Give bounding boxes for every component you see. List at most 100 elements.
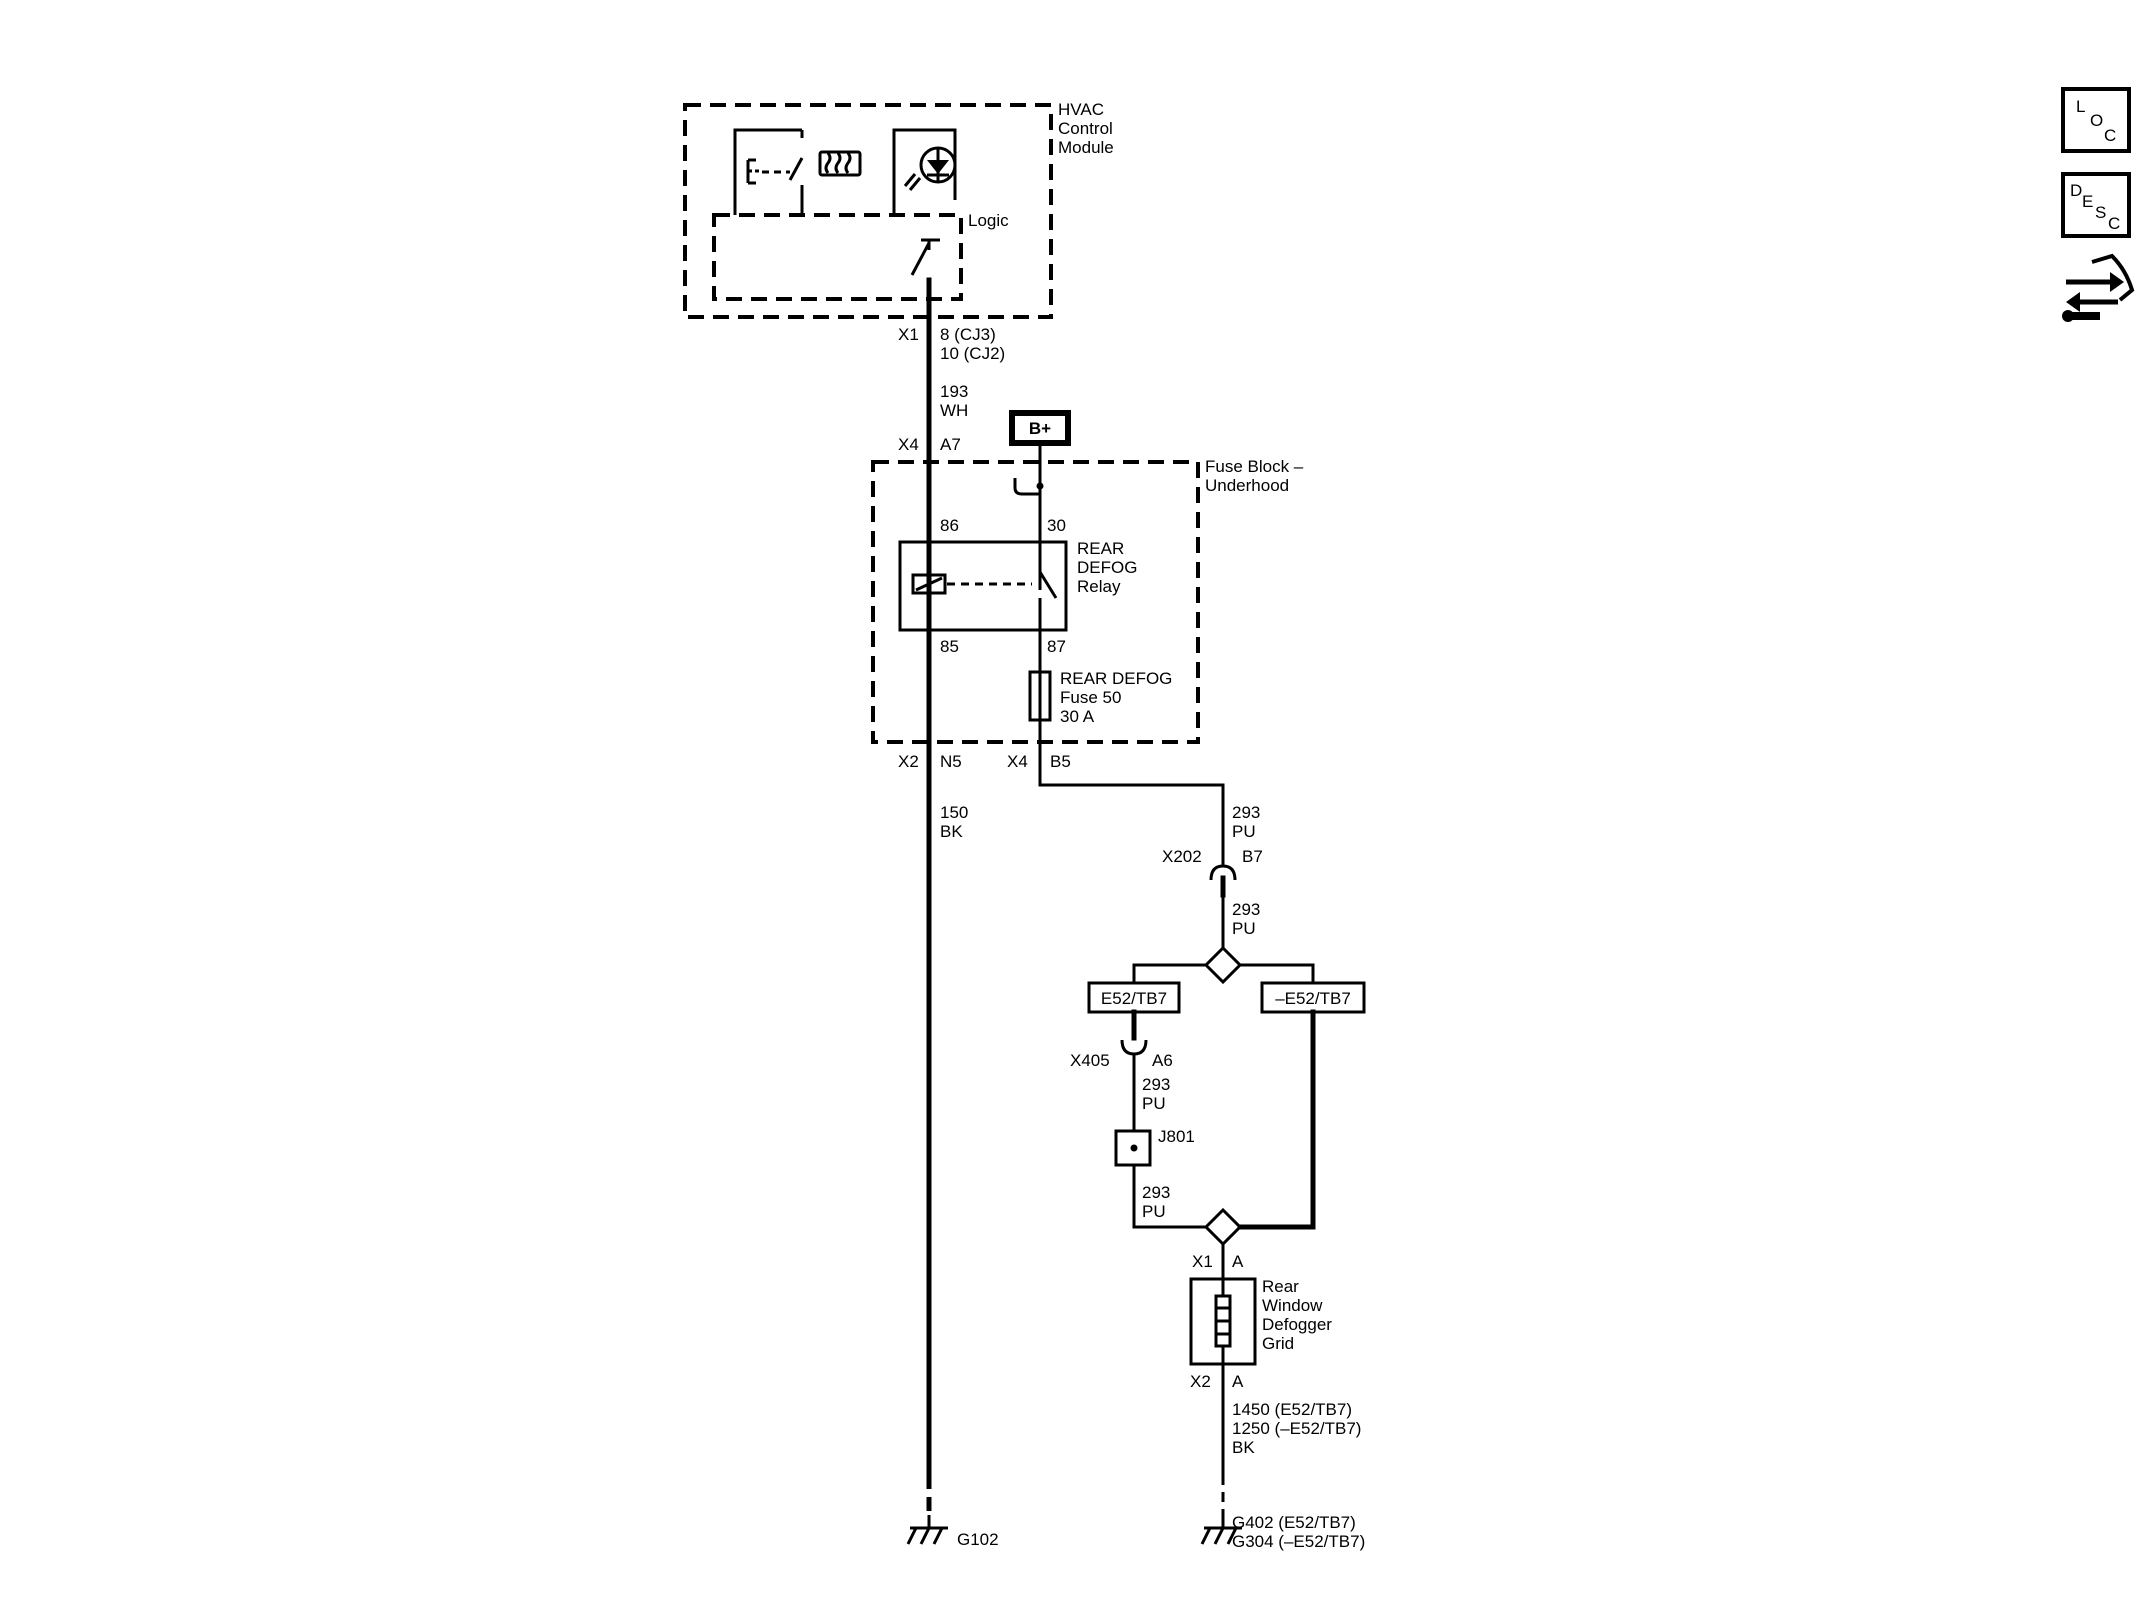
- fuse-block-underhood: Fuse Block – Underhood: [871, 457, 1304, 744]
- fuse-block-boundary: [871, 460, 1200, 744]
- branch-no-e52-tb7: [1237, 1009, 1316, 1230]
- option-branch: E52/TB7 –E52/TB7: [1087, 945, 1366, 1014]
- wire-b-plus-feed: [1013, 446, 1044, 590]
- logic-switch-symbol: [910, 242, 931, 276]
- splice-connector-symbol: [1013, 478, 1040, 496]
- desc-icon-letter-s: S: [2095, 203, 2106, 222]
- logic-label: Logic: [968, 211, 1009, 230]
- circuit-293-number-a: 293: [1232, 803, 1260, 822]
- fuse-block-label-line1: Fuse Block –: [1205, 457, 1304, 476]
- loc-icon-letter-l: L: [2076, 97, 2085, 116]
- x4-b5-connector: X4: [1007, 752, 1028, 771]
- ground-circuit-color: BK: [1232, 1438, 1255, 1457]
- x4-a7-connector: X4: [898, 435, 919, 454]
- circuit-293-number-c: 293: [1142, 1075, 1170, 1094]
- x405-pin: A6: [1152, 1051, 1173, 1070]
- x1-hvac-connector: X1: [898, 325, 919, 344]
- option-e52-tb7-label: E52/TB7: [1101, 989, 1167, 1008]
- relay-label-line2: DEFOG: [1077, 558, 1137, 577]
- x1-grid-pin: A: [1232, 1252, 1244, 1271]
- arrows-wrench-icon: [2062, 253, 2135, 322]
- rear-defog-relay: 86 30 85 87 REAR DEFOG Relay: [898, 516, 1137, 672]
- desc-icon-letter-c: C: [2108, 214, 2120, 233]
- rear-defrost-icon: [818, 150, 862, 177]
- desc-icon-letter-d: D: [2070, 181, 2082, 200]
- circuit-193-number: 193: [940, 382, 968, 401]
- ground-g102-icon: [906, 1515, 948, 1545]
- x202-connector: X202: [1162, 847, 1202, 866]
- indicator-led-symbol: [892, 128, 957, 215]
- desc-icon-letter-e: E: [2082, 192, 2093, 211]
- connector-end-view-button[interactable]: [2058, 252, 2135, 332]
- ground-g304-label: G304 (–E52/TB7): [1232, 1532, 1365, 1551]
- relay-pin-87: 87: [1047, 637, 1066, 656]
- relay-pin-30: 30: [1047, 516, 1066, 535]
- location-view-button[interactable]: L O C: [2061, 87, 2131, 153]
- relay-switch-contact: [1038, 571, 1058, 599]
- ground-circuit-1450: 1450 (E52/TB7): [1232, 1400, 1352, 1419]
- rear-window-defogger-grid: [1189, 1207, 1257, 1515]
- circuit-293-color-b: PU: [1232, 919, 1256, 938]
- hvac-label-line3: Module: [1058, 138, 1114, 157]
- fuse-block-label-line2: Underhood: [1205, 476, 1289, 495]
- x1-hvac-pin-cj3: 8 (CJ3): [940, 325, 996, 344]
- x1-grid-connector: X1: [1192, 1252, 1213, 1271]
- defog-switch-symbol: [733, 128, 862, 215]
- hvac-module-boundary: [683, 103, 1053, 319]
- fuse-label-line1: REAR DEFOG: [1060, 669, 1172, 688]
- battery-positive: B+: [1009, 410, 1071, 446]
- circuit-193-color: WH: [940, 401, 968, 420]
- x4-a7-pin: A7: [940, 435, 961, 454]
- x405-connector-symbol: [1120, 1039, 1148, 1056]
- grid-label-line2: Window: [1262, 1296, 1323, 1315]
- grid-label-line3: Defogger: [1262, 1315, 1332, 1334]
- hvac-control-module: HVAC Control Module: [683, 100, 1114, 319]
- loc-icon-letter-o: O: [2090, 111, 2103, 130]
- option-split-diamond: [1203, 945, 1243, 985]
- branch-e52-tb7: [1114, 1009, 1206, 1229]
- circuit-150-color: BK: [940, 822, 963, 841]
- circuit-293-number-d: 293: [1142, 1183, 1170, 1202]
- x1-hvac-pin-cj2: 10 (CJ2): [940, 344, 1005, 363]
- description-view-button[interactable]: D E S C: [2061, 172, 2131, 238]
- loc-icon-letter-c: C: [2104, 126, 2116, 145]
- hvac-label-line2: Control: [1058, 119, 1113, 138]
- wire-293: [1038, 720, 1237, 948]
- fuse-label-line3: 30 A: [1060, 707, 1095, 726]
- ground-g402-g304-icon: [1200, 1515, 1242, 1545]
- relay-coil: [911, 573, 947, 595]
- rear-defog-fuse: REAR DEFOG Fuse 50 30 A: [1028, 669, 1172, 726]
- option-no-e52-tb7-box: [1260, 981, 1366, 1014]
- ground-g102-label: G102: [957, 1530, 999, 1549]
- relay-label-line1: REAR: [1077, 539, 1124, 558]
- option-join-diamond: [1203, 1207, 1243, 1247]
- circuit-150-number: 150: [940, 803, 968, 822]
- x202-connector-symbol: [1209, 864, 1237, 881]
- circuit-293-number-b: 293: [1232, 900, 1260, 919]
- ground-circuit-1250: 1250 (–E52/TB7): [1232, 1419, 1361, 1438]
- option-no-e52-tb7-label: –E52/TB7: [1275, 989, 1351, 1008]
- relay-body: [898, 540, 1068, 632]
- x405-connector: X405: [1070, 1051, 1110, 1070]
- relay-label-line3: Relay: [1077, 577, 1121, 596]
- circuit-293-color-a: PU: [1232, 822, 1256, 841]
- fuse-label-line2: Fuse 50: [1060, 688, 1121, 707]
- relay-pin-85: 85: [940, 637, 959, 656]
- grid-label-line1: Rear: [1262, 1277, 1299, 1296]
- relay-pin-86: 86: [940, 516, 959, 535]
- x2-n5-pin: N5: [940, 752, 962, 771]
- circuit-293-color-c: PU: [1142, 1094, 1166, 1113]
- x2-grid-pin: A: [1232, 1372, 1244, 1391]
- grid-label-line4: Grid: [1262, 1334, 1294, 1353]
- circuit-293-color-d: PU: [1142, 1202, 1166, 1221]
- logic-boundary: [712, 213, 963, 301]
- x4-b5-pin: B5: [1050, 752, 1071, 771]
- j801-label: J801: [1158, 1127, 1195, 1146]
- x202-pin: B7: [1242, 847, 1263, 866]
- b-plus-label: B+: [1029, 419, 1051, 438]
- ground-g402-label: G402 (E52/TB7): [1232, 1513, 1356, 1532]
- x2-grid-connector: X2: [1190, 1372, 1211, 1391]
- hvac-label-line1: HVAC: [1058, 100, 1104, 119]
- x2-n5-connector: X2: [898, 752, 919, 771]
